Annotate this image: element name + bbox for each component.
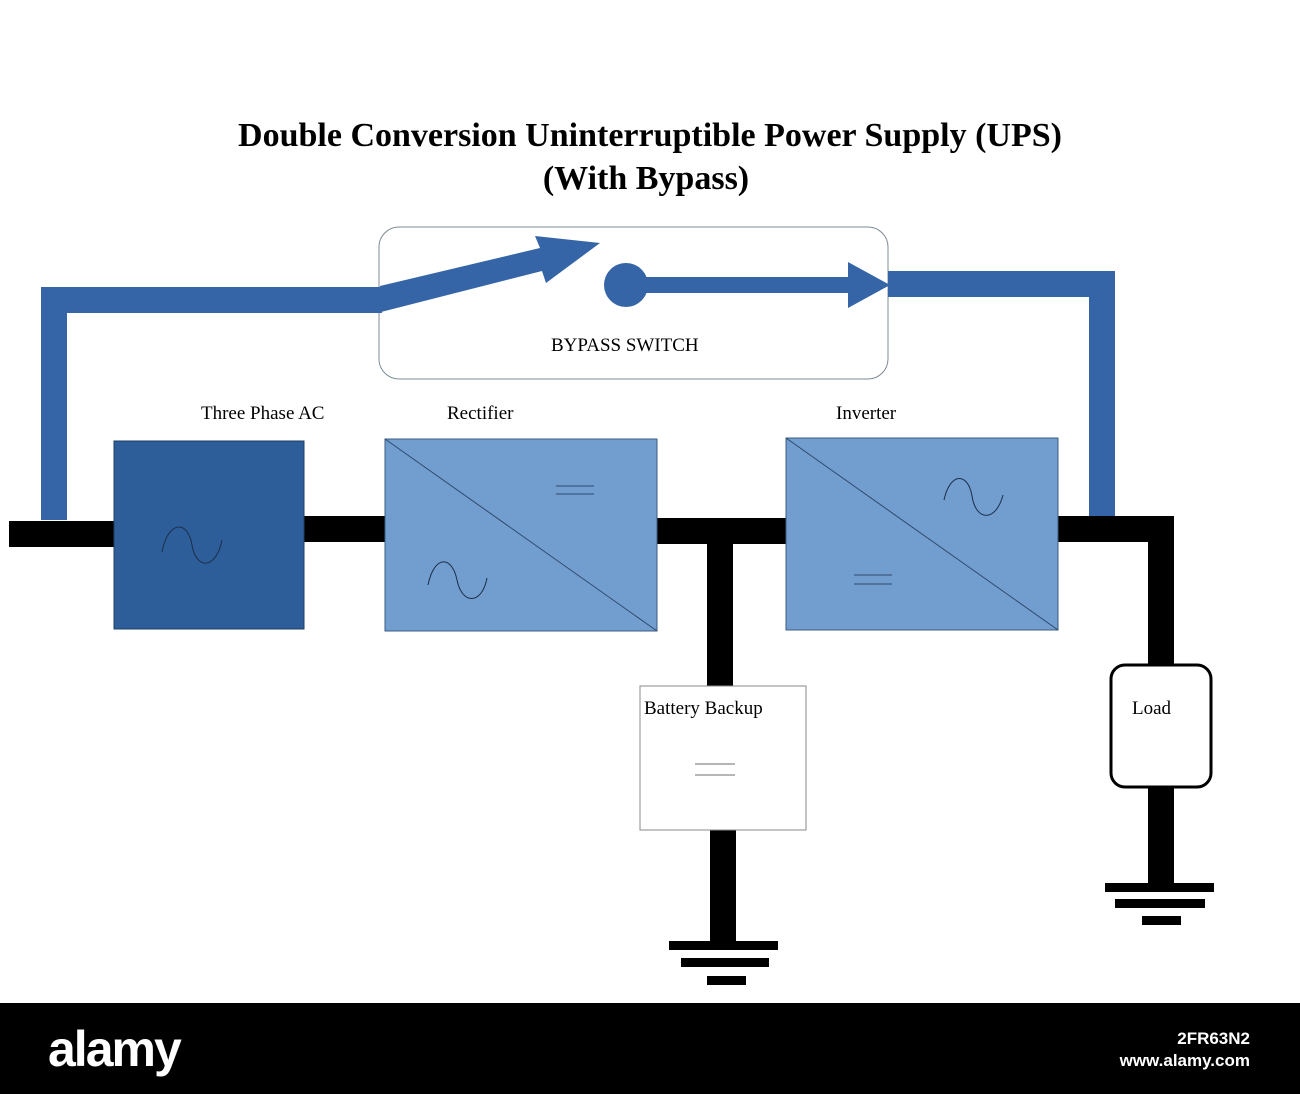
battery-label: Battery Backup — [644, 698, 763, 719]
wire-load-ground — [1148, 786, 1174, 886]
bypass-line-mid — [640, 277, 850, 293]
battery-block — [639, 685, 807, 831]
inverter-diagonal — [785, 437, 1059, 631]
wire-battery-drop — [707, 530, 733, 688]
ups-diagram — [9, 226, 1214, 985]
watermark-footer — [0, 1003, 1300, 1094]
battery-dc-icon — [695, 763, 735, 776]
wire-ac-rectifier — [303, 516, 387, 542]
load-block — [1109, 663, 1213, 789]
inverter-ac-icon — [943, 478, 1004, 516]
bypass-switch-contact — [604, 263, 648, 307]
diagram-subtitle: (With Bypass) — [542, 160, 750, 197]
bypass-switch-arm — [380, 236, 600, 312]
bypass-switch-label: BYPASS SWITCH — [551, 335, 699, 356]
ground-symbol-load — [1105, 883, 1214, 925]
rectifier-ac-icon — [427, 561, 488, 599]
ac-source-block — [113, 440, 305, 630]
ground-symbol-battery — [669, 941, 778, 985]
image-id: 2FR63N2 — [1177, 1029, 1250, 1048]
bypass-line-right — [888, 271, 1115, 520]
diagram-title: Double Conversion Uninterruptible Power … — [238, 117, 1062, 154]
alamy-logo: alamy — [48, 1021, 182, 1077]
inverter-label: Inverter — [836, 403, 897, 424]
wire-battery-ground — [710, 829, 736, 944]
wire-input — [9, 521, 115, 547]
ac-source-label: Three Phase AC — [201, 403, 325, 424]
rectifier-label: Rectifier — [447, 403, 514, 424]
rectifier-dc-icon — [556, 485, 594, 495]
rectifier-diagonal — [384, 438, 658, 632]
wire-load-drop — [1148, 516, 1174, 666]
ac-sine-icon — [161, 526, 223, 564]
inverter-dc-icon — [854, 574, 892, 585]
site-url: www.alamy.com — [1119, 1051, 1250, 1070]
load-label: Load — [1132, 698, 1172, 719]
bypass-arrowhead — [848, 262, 890, 308]
